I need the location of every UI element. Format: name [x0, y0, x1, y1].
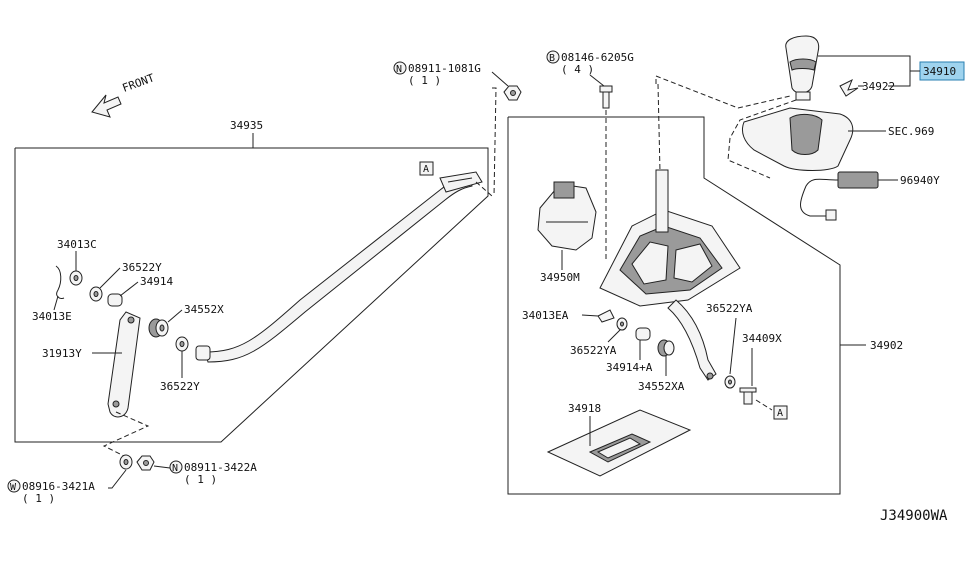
label-34013E: 34013E	[32, 310, 72, 323]
label-34922: 34922	[862, 80, 895, 93]
callout-a-bottom-letter: A	[777, 408, 783, 419]
solenoid-34950M	[537, 181, 597, 251]
label-34552XA: 34552XA	[638, 380, 685, 393]
bolt-top-prefix: B	[549, 53, 555, 64]
leader-bolt-top	[589, 74, 605, 87]
clip-34013EA	[597, 309, 615, 323]
label-34914: 34914	[140, 275, 173, 288]
label-34552X: 34552X	[184, 303, 224, 316]
shifter-base-34902	[599, 169, 741, 381]
frame-34902	[507, 116, 841, 495]
label-34914A: 34914+A	[606, 361, 653, 374]
label-34910: 34910	[923, 65, 956, 78]
lever-31913Y	[107, 311, 141, 418]
clip-34013E	[55, 265, 65, 299]
leader-36522YA-right	[729, 317, 737, 375]
qty-08146-6205G: ( 4 )	[561, 63, 594, 76]
harness-96940Y	[800, 171, 879, 221]
dash-knob-boot	[727, 99, 797, 179]
dash-lever-fastener	[102, 411, 150, 459]
qty-08916-3421A: ( 1 )	[22, 492, 55, 505]
nut-top-prefix: N	[396, 64, 402, 75]
bushing-34914	[107, 293, 123, 307]
label-36522Y-top: 36522Y	[122, 261, 162, 274]
label-31913Y: 31913Y	[42, 347, 82, 360]
bolt-34409X	[739, 387, 757, 405]
label-34902: 34902	[870, 339, 903, 352]
front-label: FRONT	[121, 71, 157, 95]
trim-plate-34918	[546, 409, 692, 477]
leader-34013EA	[581, 314, 599, 317]
dash-nut-top	[492, 87, 497, 197]
washer-w-prefix: W	[10, 482, 17, 493]
bushing-34914A	[635, 327, 651, 341]
frame-34935	[14, 147, 489, 443]
nut-n-icon-bottom	[169, 460, 183, 474]
label-08146-6205G: 08146-6205G	[561, 51, 634, 64]
dash-lever-shaft	[657, 83, 661, 173]
grommet-34552X	[148, 318, 169, 338]
boot-sec969	[741, 107, 854, 171]
label-08916-3421A: 08916-3421A	[22, 480, 95, 493]
label-08911-1081G: 08911-1081G	[408, 62, 481, 75]
qty-08911-3422A: ( 1 )	[184, 473, 217, 486]
leader-34013E	[53, 295, 59, 311]
label-08911-3422A: 08911-3422A	[184, 461, 257, 474]
nut-n-icon-top	[393, 61, 407, 75]
label-34950M: 34950M	[540, 271, 580, 284]
label-34918: 34918	[568, 402, 601, 415]
label-34935: 34935	[230, 119, 263, 132]
nut-bottom-prefix: N	[172, 463, 178, 474]
callout-a-top-letter: A	[423, 164, 429, 175]
callout-a-bottom: A	[773, 405, 788, 420]
washer-w-icon	[7, 479, 21, 493]
label-sec969: SEC.969	[888, 125, 934, 138]
leader-36522YA-left	[607, 329, 621, 343]
clip-34922	[839, 78, 859, 97]
label-34013C: 34013C	[57, 238, 97, 251]
leader-36522Y-top	[99, 267, 121, 289]
diagram-id: J34900WA	[880, 508, 948, 524]
bolt-08146-6205G	[599, 85, 613, 109]
dash-knob-lever	[655, 75, 791, 109]
callout-a-top: A	[419, 161, 493, 197]
label-96940Y: 96940Y	[900, 174, 940, 187]
label-36522Y-bottom: 36522Y	[160, 380, 200, 393]
label-36522YA-left: 36522YA	[570, 344, 617, 357]
grommet-34552XA	[657, 339, 675, 357]
label-34013EA: 34013EA	[522, 309, 569, 322]
front-arrow-icon	[91, 94, 122, 118]
leader-08911-3422A	[153, 465, 171, 469]
leader-34552X	[167, 309, 183, 323]
shift-rod	[195, 171, 483, 363]
qty-08911-1081G: ( 1 )	[408, 74, 441, 87]
leader-nut-top	[491, 71, 509, 87]
leader-34914	[119, 281, 139, 297]
label-34409X: 34409X	[742, 332, 782, 345]
dash-34409X	[755, 399, 773, 411]
label-36522YA-right: 36522YA	[706, 302, 753, 315]
bolt-b-icon	[546, 50, 560, 64]
leader-08916-3421A	[108, 469, 127, 489]
shift-knob-34910	[785, 35, 820, 101]
